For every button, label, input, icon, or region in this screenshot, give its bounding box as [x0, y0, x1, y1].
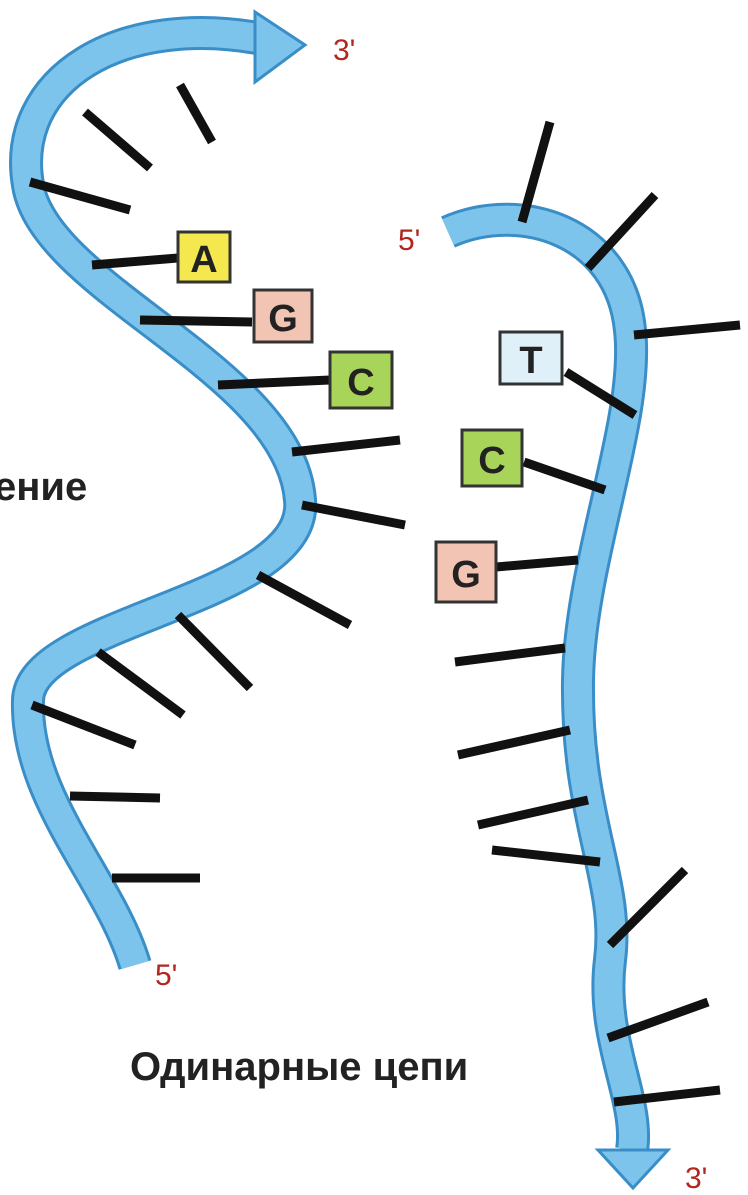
base-line: [634, 325, 740, 335]
base-line: [292, 440, 400, 452]
base-line: [455, 648, 565, 662]
base-line: [218, 380, 330, 385]
left-strand-top-end-label: 3': [333, 34, 355, 67]
base-line: [178, 615, 250, 688]
side-label-fragment: ение: [0, 465, 87, 509]
right-strand: T C G 5' 3': [398, 122, 740, 1195]
right-strand-bottom-end-label: 3': [685, 1162, 707, 1195]
base-line: [180, 85, 212, 142]
left-strand-arrowhead: [255, 12, 305, 82]
base-line: [98, 652, 183, 715]
base-letter: C: [478, 440, 505, 482]
base-line: [524, 462, 605, 490]
base-line: [258, 575, 350, 625]
base-letter: T: [519, 340, 542, 382]
right-strand-top-end-label: 5': [398, 224, 420, 257]
base-box-g: G: [254, 290, 312, 342]
base-line: [140, 320, 252, 322]
left-strand-bottom-end-label: 5': [155, 959, 177, 992]
base-box-c-right: C: [462, 430, 522, 486]
base-line: [302, 505, 405, 525]
base-letter: G: [268, 298, 298, 340]
right-strand-arrowhead: [598, 1150, 668, 1188]
base-line: [85, 112, 150, 168]
base-box-a: A: [178, 232, 230, 282]
base-box-t: T: [500, 332, 562, 384]
base-line: [70, 796, 160, 798]
base-line: [458, 730, 570, 755]
base-line: [588, 195, 655, 268]
base-letter: A: [190, 239, 217, 281]
base-letter: C: [347, 362, 374, 404]
base-box-g-right: G: [436, 542, 496, 602]
base-box-c: C: [330, 352, 392, 408]
base-letter: G: [451, 554, 481, 596]
base-line: [92, 258, 178, 265]
caption-single-strands: Одинарные цепи: [130, 1045, 468, 1089]
base-line: [496, 560, 578, 567]
base-line: [478, 800, 588, 825]
